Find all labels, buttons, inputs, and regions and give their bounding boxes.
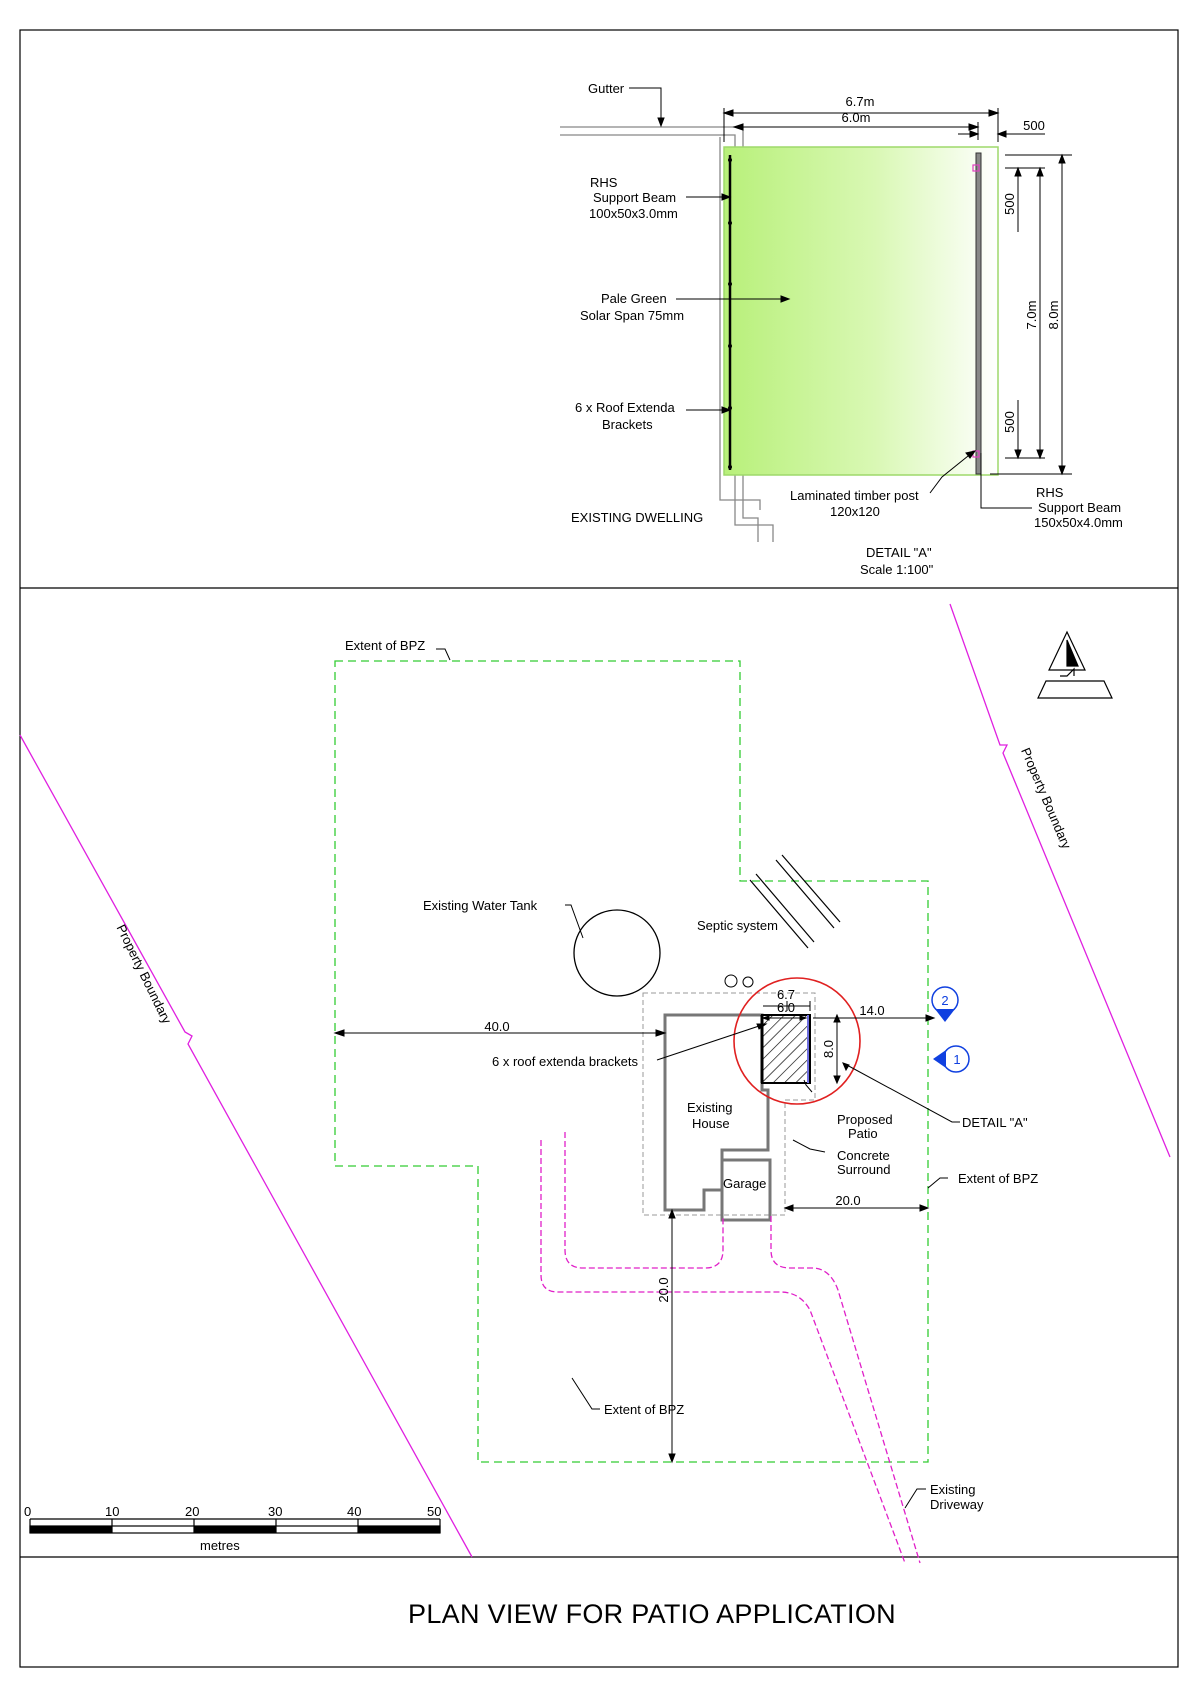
left-support-beam: [728, 155, 732, 470]
north-arrow-icon: [1037, 630, 1113, 699]
patio-label-2: Patio: [848, 1126, 878, 1141]
septic-label: Septic system: [697, 918, 778, 933]
timber-post-label-2: 120x120: [830, 504, 880, 519]
timber-post-label-1: Laminated timber post: [790, 488, 919, 503]
garage-label: Garage: [723, 1176, 766, 1191]
dim-6-7m: 6.7m: [846, 94, 875, 109]
scale-tick-20: 20: [185, 1504, 199, 1519]
svg-text:2: 2: [941, 993, 948, 1008]
rhs-left-label-1: RHS: [590, 175, 618, 190]
gutter-lines: [560, 126, 774, 542]
site-leaders: [436, 648, 960, 1509]
detail-ref-label: DETAIL "A": [962, 1115, 1028, 1130]
detail-scale: Scale 1:100": [860, 562, 934, 577]
small-tank-2: [742, 976, 754, 988]
existing-dwelling-label: EXISTING DWELLING: [571, 510, 703, 525]
bpz-top-label: Extent of BPZ: [345, 638, 425, 653]
scale-tick-40: 40: [347, 1504, 361, 1519]
detail-top-dimensions: [722, 108, 1045, 142]
driveway-label-1: Existing: [930, 1482, 976, 1497]
water-tank: [573, 909, 661, 997]
dim-7-0m: 7.0m: [1024, 301, 1039, 330]
timber-post-top: [972, 164, 980, 172]
detail-title: DETAIL "A": [866, 545, 932, 560]
dim-8-0m: 8.0m: [1046, 301, 1061, 330]
site-dim-6-7: 6.7: [777, 987, 795, 1002]
garage: [720, 1158, 772, 1222]
site-dim-20-0-right: 20.0: [835, 1193, 860, 1208]
gutter-label: Gutter: [588, 81, 625, 96]
site-dim-6-0: 6.0: [777, 1000, 795, 1015]
brackets-label-1: 6 x Roof Extenda: [575, 400, 675, 415]
concrete-label-2: Surround: [837, 1162, 890, 1177]
dim-500-side-bottom: 500: [1002, 411, 1017, 433]
site-dim-8-0: 8.0: [821, 1040, 836, 1058]
concrete-label-1: Concrete: [837, 1148, 890, 1163]
rhs-left-label-2: Support Beam: [593, 190, 676, 205]
property-boundary-left-label: Property Boundary: [114, 922, 175, 1026]
property-boundary-right-label: Property Boundary: [1018, 745, 1074, 851]
driveway-label-2: Driveway: [930, 1497, 984, 1512]
septic-system-lines: [749, 854, 841, 949]
drawing-frame: [19, 29, 1179, 1668]
concrete-surround: [642, 992, 816, 1216]
detail-a-callout-circle: [733, 977, 861, 1105]
site-dim-14-0: 14.0: [859, 1003, 884, 1018]
existing-driveway: [540, 1132, 921, 1564]
dim-6-0m: 6.0m: [842, 110, 871, 125]
scale-tick-0: 0: [24, 1504, 31, 1519]
site-plan: Property Boundary Property Boundary: [19, 603, 1171, 1564]
scale-tick-30: 30: [268, 1504, 282, 1519]
scale-unit: metres: [200, 1538, 240, 1553]
dim-500-top: 500: [1023, 118, 1045, 133]
solar-span-roof: [723, 146, 999, 476]
house-label-2: House: [692, 1116, 730, 1131]
bpz-bottom-label: Extent of BPZ: [604, 1402, 684, 1417]
detail-leaders: [629, 87, 1032, 509]
site-dim-40-0: 40.0: [484, 1019, 509, 1034]
house-label-1: Existing: [687, 1100, 733, 1115]
site-dimensions: [333, 1001, 936, 1464]
scale-bar: 0 10 20 30 40 50 metres: [24, 1504, 441, 1553]
section-marker-2: 2: [931, 986, 959, 1022]
bpz-right-label: Extent of BPZ: [958, 1171, 1038, 1186]
detail-a: 6.7m 6.0m 500 500 500 7.0m 8.0m: [560, 81, 1123, 577]
bpz-boundary: [334, 660, 929, 1463]
detail-right-dimensions: [990, 153, 1072, 476]
brackets-label-2: Brackets: [602, 417, 653, 432]
dim-500-side-top: 500: [1002, 193, 1017, 215]
small-tank-1: [724, 974, 738, 988]
right-support-beam: [972, 152, 982, 475]
rhs-right-label-1: RHS: [1036, 485, 1064, 500]
section-marker-1: 1: [933, 1045, 970, 1073]
brackets-site-label: 6 x roof extenda brackets: [492, 1054, 638, 1069]
proposed-patio: [761, 1014, 811, 1084]
rhs-right-label-3: 150x50x4.0mm: [1034, 515, 1123, 530]
property-boundaries: [19, 603, 1171, 1558]
site-dim-20-0-down: 20.0: [656, 1277, 671, 1302]
solar-label-2: Solar Span 75mm: [580, 308, 684, 323]
rhs-right-label-2: Support Beam: [1038, 500, 1121, 515]
solar-label-1: Pale Green: [601, 291, 667, 306]
patio-label-1: Proposed: [837, 1112, 893, 1127]
rhs-left-label-3: 100x50x3.0mm: [589, 206, 678, 221]
scale-tick-10: 10: [105, 1504, 119, 1519]
water-tank-label: Existing Water Tank: [423, 898, 538, 913]
page-title: PLAN VIEW FOR PATIO APPLICATION: [408, 1599, 896, 1629]
svg-text:1: 1: [953, 1052, 960, 1067]
scale-tick-50: 50: [427, 1504, 441, 1519]
